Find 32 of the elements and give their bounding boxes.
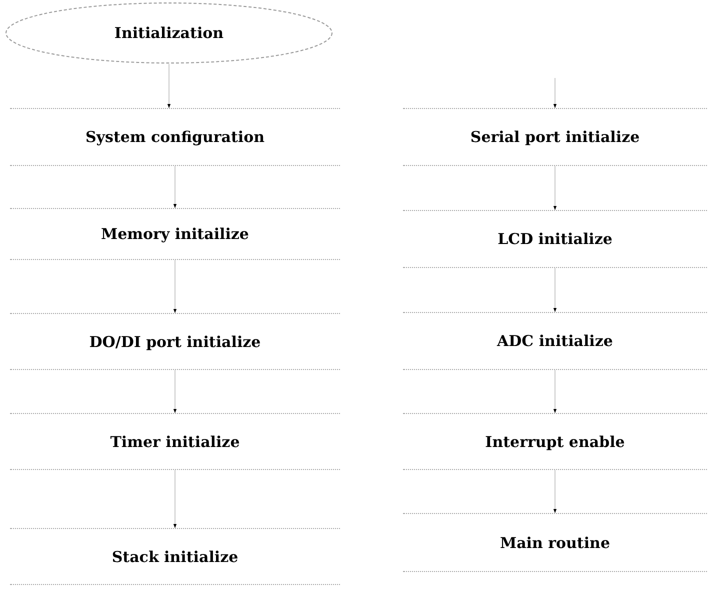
process-box (10, 108, 340, 166)
arrow (553, 166, 557, 210)
step-label: Main routine (500, 534, 610, 552)
step-label: Initialization (114, 24, 224, 42)
arrow (553, 370, 557, 414)
step-label: System configuration (85, 128, 265, 146)
step-label: ADC initialize (497, 332, 613, 350)
process-box (403, 108, 707, 166)
process-box (10, 208, 340, 260)
arrow (553, 78, 557, 108)
process-box (403, 312, 707, 370)
step-label: LCD initialize (498, 230, 612, 248)
process-box (403, 210, 707, 268)
arrow (553, 470, 557, 514)
step-label: Stack initialize (112, 548, 238, 566)
process-box (403, 413, 707, 470)
step-label: DO/DI port initialize (89, 332, 261, 350)
step-label: Timer initialize (110, 432, 240, 450)
step-label: Memory initailize (101, 225, 249, 243)
process-box (10, 413, 340, 470)
process-box (10, 313, 340, 370)
step-label: Serial port initialize (470, 128, 640, 146)
step-label: Interrupt enable (485, 432, 625, 450)
arrow (167, 64, 171, 108)
terminator-ellipse (5, 2, 333, 64)
arrow (173, 370, 177, 414)
arrow (553, 268, 557, 312)
process-box (403, 513, 707, 572)
arrow (173, 260, 177, 314)
arrow (173, 166, 177, 208)
arrow (173, 470, 177, 528)
process-box (10, 528, 340, 585)
